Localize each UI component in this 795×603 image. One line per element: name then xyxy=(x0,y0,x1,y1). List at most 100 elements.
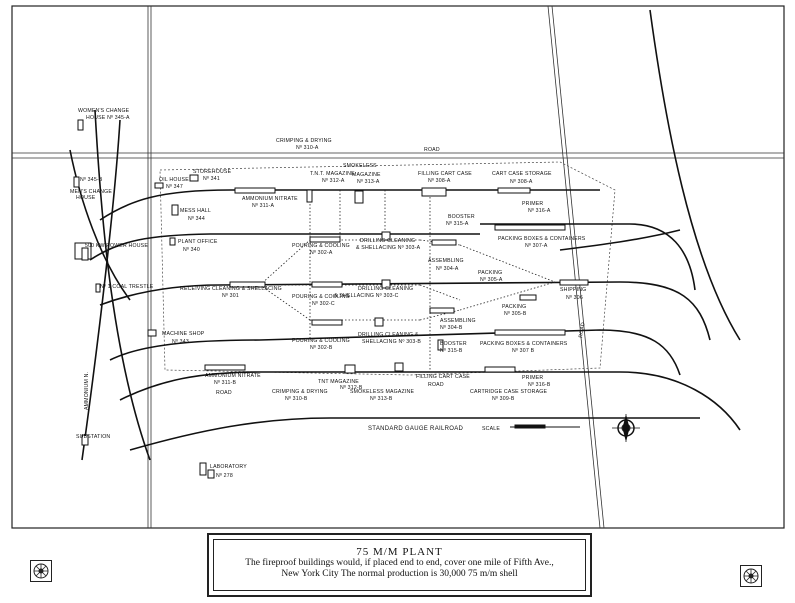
bldg-laboratory-2 xyxy=(207,469,215,479)
bldg-laboratory xyxy=(199,462,207,476)
label-womens-change-no: HOUSE Nº 345-A xyxy=(86,115,130,121)
label-laboratory: LABORATORY xyxy=(210,464,247,470)
label-road-southwest: ROAD xyxy=(216,390,232,396)
bldg-ammonium-s xyxy=(204,364,246,371)
bldg-booster-s xyxy=(437,339,444,351)
label-road-south: ROAD xyxy=(428,382,444,388)
label-storehouse-no: Nº 341 xyxy=(203,176,220,182)
label-pouring-c: POURING & COOLING xyxy=(292,294,350,300)
label-booster-n-no: Nº 315-A xyxy=(446,221,469,227)
label-primer-n-no: Nº 316-A xyxy=(528,208,551,214)
label-power-house: 500 KW POWER HOUSE xyxy=(85,243,148,249)
label-packing-boxes-s-no: Nº 307 B xyxy=(512,348,535,354)
label-pouring-b-no: Nº 302-B xyxy=(310,345,333,351)
label-scale: SCALE xyxy=(482,426,500,432)
label-machine-shop-no: Nº 343 xyxy=(172,339,189,345)
bldg-power-house-2 xyxy=(81,247,89,261)
label-crimping-n-no: Nº 310-A xyxy=(296,145,319,151)
buildings xyxy=(73,119,589,479)
label-shipping-no: Nº 306 xyxy=(566,295,583,301)
label-packing-boxes-s: PACKING BOXES & CONTAINERS xyxy=(480,341,568,347)
label-assembling-b: ASSEMBLING xyxy=(440,318,476,324)
bldg-assembling-a xyxy=(431,239,457,246)
label-drilling-a: DRILLING CLEANING xyxy=(360,238,415,244)
label-packing-b-no: Nº 305-B xyxy=(504,311,527,317)
label-mess-hall-no: Nº 344 xyxy=(188,216,205,222)
label-booster-n: BOOSTER xyxy=(448,214,475,220)
label-smokeless-n-no: Nº 313-A xyxy=(357,179,380,185)
label-filling-n: FILLING CART CASE xyxy=(418,171,472,177)
label-packing-a: PACKING xyxy=(478,270,502,276)
caption-line-2: New York City The normal production is 3… xyxy=(281,569,518,579)
bldg-oil-house xyxy=(154,182,164,189)
bldg-receiving xyxy=(229,281,266,288)
label-drilling-c: DRILLING CLEANING xyxy=(358,286,413,292)
label-coal-trestle: Nº 1 COAL TRESTLE xyxy=(100,284,154,290)
bldg-packing-b xyxy=(519,294,537,301)
label-machine-shop: MACHINE SHOP xyxy=(162,331,205,337)
label-pouring-a: POURING & COOLING xyxy=(292,243,350,249)
bldg-drilling-b xyxy=(374,317,384,327)
label-ammonium-vertical: AMMONIUM N. xyxy=(84,372,90,410)
label-cartcase-s-no: Nº 309-B xyxy=(492,396,515,402)
bldg-drilling-c xyxy=(381,279,391,289)
bldg-packing-boxes-n xyxy=(494,224,566,231)
bldg-mess-hall xyxy=(171,204,179,216)
label-crimping-s-no: Nº 310-B xyxy=(285,396,308,402)
label-ammonium-n: AMMONIUM NITRATE xyxy=(242,196,298,202)
label-receiving: RECEIVING CLEANING & SHELLACING xyxy=(180,286,282,292)
scale-bar xyxy=(510,424,580,429)
label-storehouse: STOREHOUSE xyxy=(193,169,232,175)
label-primer-n: PRIMER xyxy=(522,201,543,207)
label-ammonium-s: AMMONIUM NITRATE xyxy=(205,373,261,379)
bldg-plant-office xyxy=(169,237,176,246)
label-substation: SUBSTATION xyxy=(76,434,110,440)
label-plant-office: PLANT OFFICE xyxy=(178,239,218,245)
bldg-machine-shop xyxy=(147,329,157,337)
label-mens-change-no: Nº 345-B xyxy=(80,177,103,183)
bldg-pouring-c xyxy=(311,281,343,288)
label-road-north: ROAD xyxy=(424,147,440,153)
label-pouring-a-no: Nº 302-A xyxy=(310,250,333,256)
bldg-drilling-a xyxy=(381,231,391,241)
label-packing-b: PACKING xyxy=(502,304,526,310)
bldg-filling-n xyxy=(421,187,447,197)
right-ornament-icon xyxy=(740,565,762,587)
bldg-pouring-b xyxy=(311,319,343,326)
bldg-cartcase-n xyxy=(497,187,531,194)
label-packing-boxes-n: PACKING BOXES & CONTAINERS xyxy=(498,236,586,242)
caption-line-1: The fireproof buildings would, if placed… xyxy=(245,558,554,568)
label-filling-n-no: Nº 308-A xyxy=(428,178,451,184)
road-grid xyxy=(12,5,784,529)
label-shipping: SHIPPING xyxy=(560,287,586,293)
label-packing-a-no: Nº 305-A xyxy=(480,277,503,283)
left-ornament-icon xyxy=(30,560,52,582)
label-cartcase-s: CARTRIDGE CASE STORAGE xyxy=(470,389,547,395)
label-booster-s-no: Nº 315-B xyxy=(440,348,463,354)
label-mens-change-2: HOUSE xyxy=(76,195,96,201)
bldg-shipping xyxy=(559,279,589,286)
label-packing-boxes-n-no: Nº 307-A xyxy=(525,243,548,249)
map-labels: WOMEN'S CHANGE HOUSE Nº 345-A Nº 345-B M… xyxy=(70,108,587,479)
label-smokeless-s: SMOKELESS MAGAZINE xyxy=(350,389,414,395)
bldg-pouring-a xyxy=(309,236,341,243)
bldg-mens-change xyxy=(73,176,80,188)
label-ammonium-s-no: Nº 311-B xyxy=(214,380,236,386)
bldg-ammonium-n xyxy=(234,187,276,194)
label-smokeless-n-2: MAGAZINE xyxy=(352,172,381,178)
label-smokeless-n: SMOKELESS xyxy=(343,163,377,169)
bldg-tnt-s xyxy=(344,364,356,374)
label-tnt-s-no: Nº 312-B xyxy=(340,385,363,391)
label-tnt-n-no: Nº 312-A xyxy=(322,178,345,184)
bldg-womens-change xyxy=(77,119,84,131)
label-pouring-c-no: Nº 302-C xyxy=(312,301,335,307)
label-ammonium-n-no: Nº 311-A xyxy=(252,203,274,209)
bldg-assembling-b xyxy=(429,307,455,314)
bldg-substation xyxy=(81,434,89,446)
label-drilling-b-no: SHELLACING Nº 303-B xyxy=(362,339,421,345)
label-road-east: ROAD xyxy=(578,322,587,339)
label-drilling-c-no: & SHELLACING Nº 303-C xyxy=(334,293,399,299)
bldg-filling-s xyxy=(394,362,404,372)
label-smokeless-s-no: Nº 313-B xyxy=(370,396,393,402)
label-primer-s-no: Nº 316-B xyxy=(528,382,551,388)
